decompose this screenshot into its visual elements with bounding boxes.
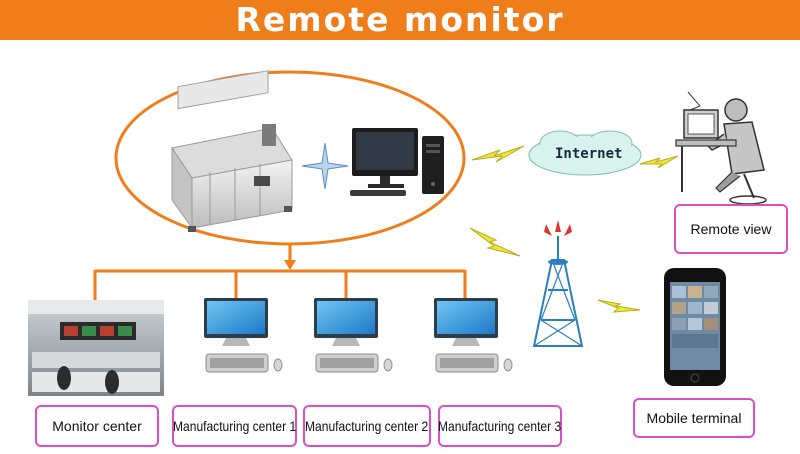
remote-view-label: Remote view	[674, 204, 788, 254]
internet-cloud-icon	[528, 130, 642, 176]
smartphone-icon	[664, 268, 726, 386]
manufacturing-center-1-label: Manufacturing center 1	[172, 405, 297, 447]
title-banner	[0, 0, 800, 40]
lightning-link-internet-user	[639, 155, 679, 169]
sparkle-icon	[301, 142, 349, 190]
manufacturing-center-3-text: Manufacturing center 3	[438, 418, 562, 434]
distribution-connectors	[93, 244, 467, 300]
manufacturing-center-2-text: Manufacturing center 2	[305, 418, 429, 434]
manufacturing-center-3-label: Manufacturing center 3	[438, 405, 562, 447]
manufacturing-center-1-text: Manufacturing center 1	[172, 418, 297, 434]
mobile-terminal-label: Mobile terminal	[633, 398, 755, 438]
monitor-center-label: Monitor center	[35, 405, 159, 447]
signal-tower-icon	[532, 220, 584, 347]
lightning-link-ellipse-internet	[471, 145, 525, 163]
workstation-computer-icon-3	[434, 298, 513, 373]
remote-user-at-desk-icon	[675, 91, 767, 205]
page-title: Remote monitor	[235, 0, 565, 39]
desktop-computer-icon	[350, 128, 444, 196]
lightning-link-ellipse-tower	[469, 227, 521, 257]
manufacturing-center-2-label: Manufacturing center 2	[303, 405, 431, 447]
workstation-computer-icon-2	[314, 298, 393, 373]
network-diagram	[28, 70, 767, 396]
monitor-room-photo	[28, 300, 164, 396]
lightning-link-tower-phone	[597, 299, 641, 313]
internet-label: Internet	[555, 146, 623, 162]
reflow-oven-machine	[171, 70, 293, 232]
workstation-computer-icon-1	[204, 298, 283, 373]
